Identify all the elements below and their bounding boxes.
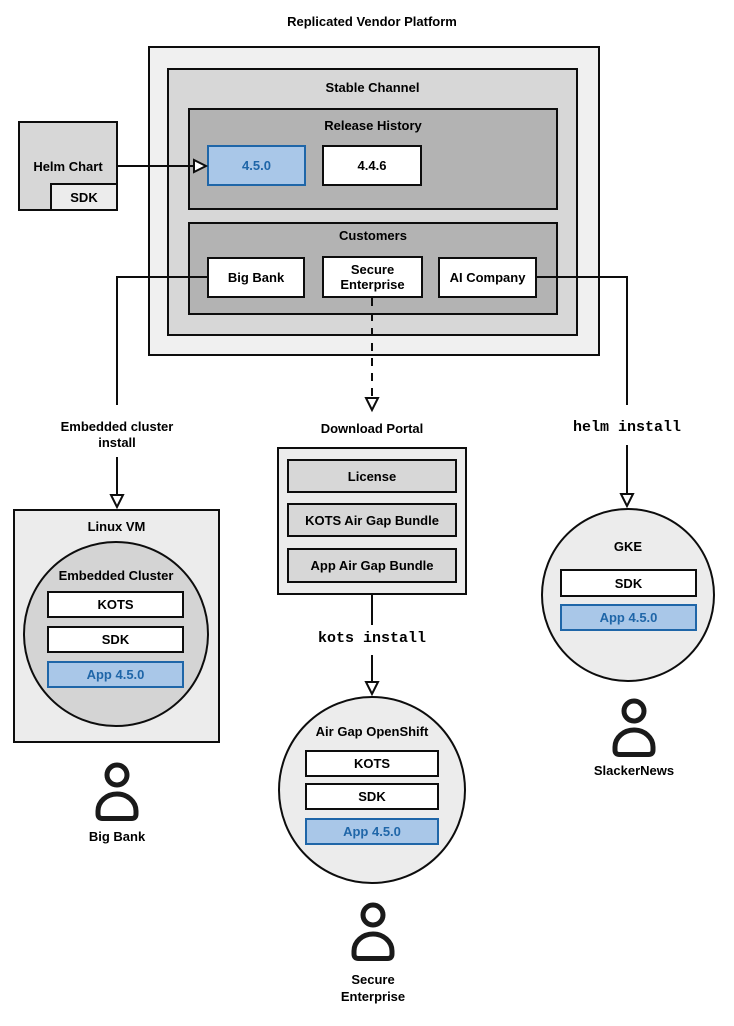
- embedded-cluster-label: Embedded Cluster: [58, 568, 174, 583]
- customers-label: Customers: [339, 228, 407, 243]
- app-airgap-bundle-box: App Air Gap Bundle: [287, 548, 457, 583]
- person-icon: [612, 698, 656, 757]
- download-portal-label: Download Portal: [320, 421, 424, 436]
- license-box: License: [287, 459, 457, 493]
- secure-enterprise-user-label: Secure Enterprise: [340, 972, 406, 1004]
- kots-airgap-bundle-box: KOTS Air Gap Bundle: [287, 503, 457, 537]
- embedded-cluster-install-label: Embedded cluster install: [60, 419, 174, 450]
- app-version-box: App 4.5.0: [47, 661, 184, 688]
- linux-vm-label: Linux VM: [87, 519, 146, 534]
- release-history-label: Release History: [324, 118, 422, 133]
- slackernews-user-label: SlackerNews: [593, 763, 675, 778]
- sdk-box: SDK: [47, 626, 184, 653]
- app-version-box: App 4.5.0: [305, 818, 439, 845]
- release-4-5-0-box: 4.5.0: [207, 145, 306, 186]
- customer-big-bank-box: Big Bank: [207, 257, 305, 298]
- person-icon: [95, 762, 139, 821]
- release-4-4-6-box: 4.4.6: [322, 145, 422, 186]
- airgap-openshift-label: Air Gap OpenShift: [315, 724, 429, 739]
- diagram-title: Replicated Vendor Platform: [287, 14, 457, 29]
- person-icon: [351, 902, 395, 961]
- sdk-box: SDK: [305, 783, 439, 810]
- sdk-box: SDK: [560, 569, 697, 597]
- arrowhead-down-icon: [364, 681, 380, 697]
- arrowhead-down-icon: [109, 494, 125, 510]
- customer-secure-enterprise-box: Secure Enterprise: [322, 256, 423, 298]
- customer-ai-company-box: AI Company: [438, 257, 537, 298]
- kots-install-label: kots install: [317, 630, 427, 647]
- stable-channel-label: Stable Channel: [325, 80, 420, 95]
- kots-box: KOTS: [305, 750, 439, 777]
- helm-chart-sdk-box: SDK: [50, 183, 118, 211]
- app-version-box: App 4.5.0: [560, 604, 697, 631]
- big-bank-user-label: Big Bank: [88, 829, 146, 844]
- kots-box: KOTS: [47, 591, 184, 618]
- arrowhead-down-icon: [619, 493, 635, 509]
- arrowhead-down-icon: [364, 397, 380, 413]
- gke-label: GKE: [613, 539, 643, 554]
- helm-install-label: helm install: [572, 419, 682, 436]
- helm-chart-label: Helm Chart: [33, 159, 103, 174]
